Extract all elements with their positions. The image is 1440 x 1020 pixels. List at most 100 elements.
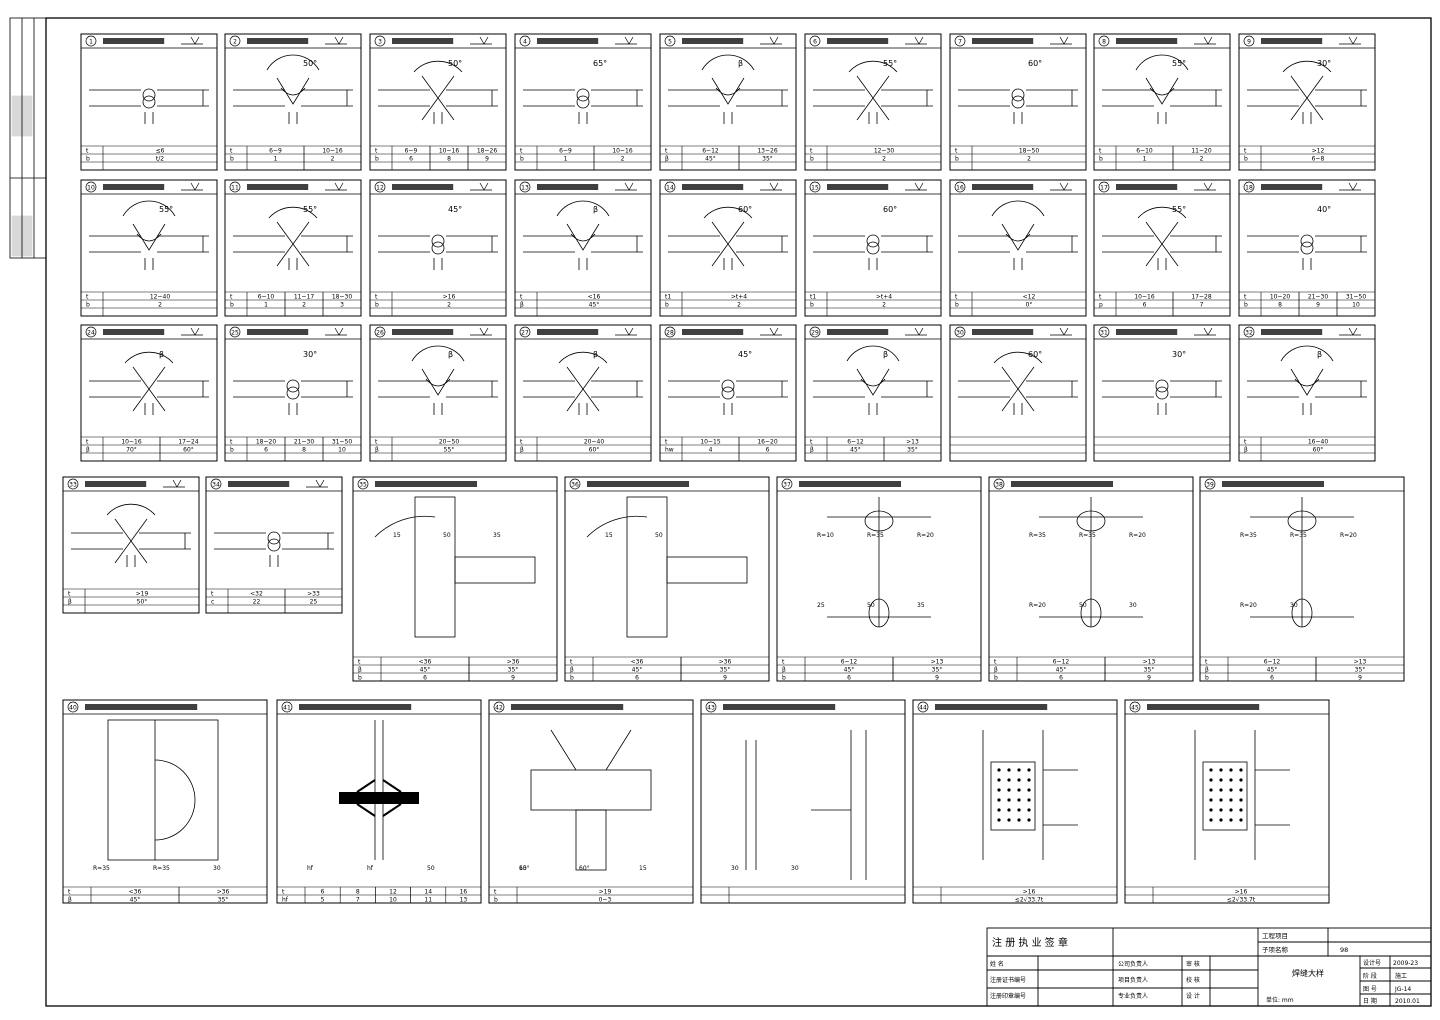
table-cell: 10~16: [612, 148, 632, 155]
title-sign-label: 审 核: [1186, 960, 1200, 968]
table-row-label: t: [665, 148, 668, 155]
table-cell: 20~50: [439, 439, 459, 446]
detail-number: 4: [523, 39, 527, 46]
angle-arc: [268, 206, 318, 219]
detail-number-circle: [67, 478, 79, 490]
weld-symbol-icon: [470, 327, 492, 336]
table-row-label: t: [810, 439, 813, 446]
panel-title-text: [935, 704, 1048, 710]
table-row-label: t: [1244, 439, 1247, 446]
panel-border: [1093, 179, 1231, 317]
subitem-value: 98: [1340, 946, 1348, 954]
table-cell: 9: [511, 675, 515, 682]
table-cell: 7: [1200, 302, 1204, 309]
fillet-weld: [356, 779, 402, 817]
angle-arc: [556, 200, 610, 217]
table-row-label: t: [68, 889, 71, 896]
table-cell: 1: [1143, 156, 1147, 163]
dimension-label: 30: [1290, 602, 1298, 609]
table-row-label: β: [68, 599, 72, 606]
dimension-label: R=35: [1290, 532, 1307, 539]
table-row-label: t1: [665, 294, 671, 301]
table-cell: 70°: [126, 447, 137, 454]
panel-title-text: [537, 184, 599, 190]
panel-title-text: [299, 704, 412, 710]
weld-bead: [866, 241, 880, 255]
panel-border: [659, 324, 797, 462]
angle-label: 45°: [738, 350, 752, 359]
panel-border: [80, 33, 218, 171]
angle-arc: [122, 200, 176, 217]
detail-number-circle: [993, 478, 1005, 490]
table-row-label: t: [1099, 148, 1102, 155]
panel-title-text: [587, 481, 689, 487]
table-cell: 60°: [1313, 447, 1324, 454]
angle-arc: [558, 351, 608, 364]
angle-arc: [1137, 206, 1187, 219]
table-row-label: t: [520, 294, 523, 301]
panel-title-text: [682, 184, 744, 190]
table-cell: 11~20: [1191, 148, 1211, 155]
table-row-label: t1: [810, 294, 816, 301]
weld-bead: [721, 386, 735, 400]
dimension-label: R=35: [1240, 532, 1257, 539]
table-cell: >13: [906, 439, 919, 446]
detail-number: 8: [1102, 39, 1106, 46]
detail-number: 36: [571, 482, 579, 489]
weld-bead: [1291, 598, 1313, 628]
table-cell: 2: [302, 302, 306, 309]
bolt-hole: [1229, 768, 1233, 772]
bolt-hole: [1017, 808, 1021, 812]
table-row-label: β: [520, 447, 524, 454]
table-row-label: t: [955, 294, 958, 301]
detail-number: 17: [1100, 185, 1108, 192]
table-cell: >t+4: [876, 294, 892, 301]
dimension-label: 25: [817, 602, 825, 609]
bolt-hole: [1219, 778, 1223, 782]
detail-number: 5: [668, 39, 672, 46]
table-row-label: β: [375, 447, 379, 454]
angle-label: 55°: [1172, 59, 1186, 68]
angle-arc: [701, 54, 755, 71]
table-cell: 6: [264, 447, 268, 454]
groove: [130, 518, 148, 564]
dimension-label: 50: [443, 532, 451, 539]
table-row-label: b: [86, 156, 90, 163]
detail-number: 25: [231, 330, 239, 337]
detail-number: 10: [87, 185, 95, 192]
table-cell: 13~26: [757, 148, 777, 155]
table-row-label: t: [520, 439, 523, 446]
detail-number: 45: [1131, 705, 1139, 712]
panel-title-text: [799, 481, 901, 487]
panel-title-text: [85, 481, 147, 487]
detail-number: 37: [783, 482, 791, 489]
panel-title-text: [103, 38, 165, 44]
weld-bead: [142, 88, 156, 102]
weld-detail-panel-large: 45>16≤2√33.7t: [1124, 699, 1330, 904]
beam-flange: [666, 556, 748, 584]
table-cell: 6~12: [702, 148, 719, 155]
flange-plate: [530, 769, 652, 811]
detail-number-circle: [809, 326, 821, 338]
bolt-hole: [1017, 818, 1021, 822]
bolt-hole: [1007, 818, 1011, 822]
detail-number-circle: [85, 326, 97, 338]
weld-symbol-icon: [306, 479, 328, 488]
panel-border: [80, 324, 218, 462]
panel-title-text: [103, 329, 165, 335]
table-cell: 45°: [850, 447, 861, 454]
weld-symbol-icon: [905, 182, 927, 191]
weld-symbol-icon: [615, 182, 637, 191]
table-cell: >16: [1235, 889, 1248, 896]
angle-label: 30°: [303, 350, 317, 359]
column-section: [626, 496, 668, 638]
detail-number: 34: [212, 482, 220, 489]
table-cell: 14: [424, 889, 432, 896]
